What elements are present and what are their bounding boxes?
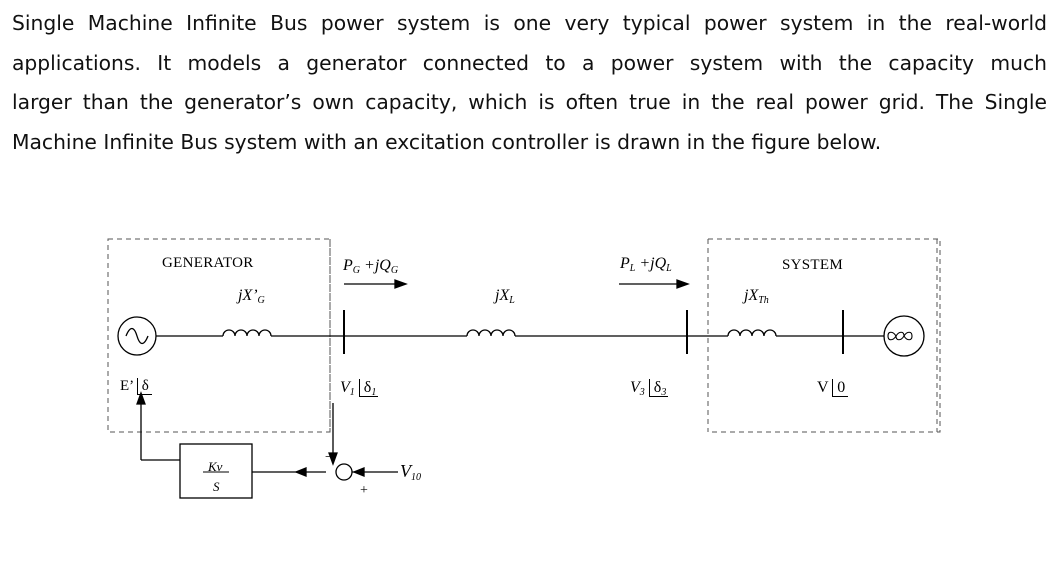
- xth-label: jXTh: [744, 288, 769, 306]
- v1-angle-sub: 1: [371, 387, 377, 398]
- controller-num-text: Kv: [208, 459, 223, 474]
- v-label: V 0: [817, 379, 849, 397]
- v1-angle: δ: [363, 379, 372, 396]
- xl-main: jX: [495, 287, 510, 304]
- summer-plus-sign: +: [360, 483, 368, 498]
- xl-label: jXL: [495, 288, 515, 306]
- generator-label: GENERATOR: [162, 255, 254, 271]
- e-label: E’ δ: [120, 378, 152, 395]
- controller-numerator: Kv: [208, 460, 222, 473]
- paragraph-line-3: larger than the generator’s own capacity…: [12, 90, 1047, 114]
- summer-minus-sign: −: [325, 450, 333, 465]
- e-angle: δ: [136, 378, 152, 395]
- intro-paragraph: Single Machine Infinite Bus power system…: [12, 4, 1047, 162]
- pl-psub: L: [629, 263, 636, 274]
- xth-sub: Th: [758, 295, 769, 306]
- pl-qsub: L: [666, 263, 672, 274]
- v1-main: V: [340, 379, 350, 396]
- v3-angle-sub: 3: [661, 387, 667, 398]
- xl-inductor-icon: [466, 329, 516, 337]
- v1-sub: 1: [349, 387, 355, 398]
- xg-main: jX’: [238, 287, 258, 304]
- v3-label: V3 δ3: [630, 379, 669, 398]
- paragraph-line-4: Machine Infinite Bus system with an exci…: [12, 129, 882, 154]
- v1-label: V1 δ1: [340, 379, 379, 398]
- system-boundary: [708, 238, 941, 433]
- smib-circuit-figure: GENERATOR SYSTEM jX’G jXL jXTh PG +jQG P…: [100, 230, 950, 515]
- controller-block: [179, 443, 253, 499]
- v1-measure-arrow-icon: [328, 452, 338, 466]
- controller-den-text: S: [213, 479, 220, 494]
- system-label: SYSTEM: [782, 257, 843, 273]
- infinity-icon: [887, 331, 913, 341]
- v3-angle: δ: [653, 379, 662, 396]
- pg-arrow-icon: [394, 279, 408, 289]
- xg-label: jX’G: [238, 288, 265, 306]
- pg-p: P: [343, 257, 353, 274]
- v-main: V: [817, 379, 829, 396]
- v-angle: 0: [832, 379, 849, 397]
- v10-label: V10: [400, 462, 421, 483]
- reference-arrow-icon: [352, 467, 365, 477]
- xg-sub: G: [257, 295, 265, 306]
- infinite-source-icon: [883, 315, 925, 357]
- paragraph-line-2: applications. It models a generator conn…: [12, 50, 1047, 75]
- controller-denominator: S: [213, 480, 220, 493]
- pl-label: PL +jQL: [620, 256, 672, 274]
- pl-mid: +jQ: [639, 255, 667, 272]
- xl-sub: L: [509, 295, 515, 306]
- xg-inductor-icon: [222, 329, 272, 337]
- pg-label: PG +jQG: [343, 258, 398, 276]
- v10-main: V: [400, 461, 411, 481]
- v1-angle-box: δ1: [358, 379, 379, 398]
- pg-mid: +jQ: [364, 257, 391, 274]
- v3-main: V: [630, 379, 640, 396]
- pl-p: P: [620, 255, 630, 272]
- v3-angle-box: δ3: [648, 379, 669, 398]
- xth-inductor-icon: [727, 329, 777, 337]
- xth-main: jX: [744, 287, 759, 304]
- pg-qsub: G: [390, 265, 399, 276]
- sine-wave-icon: [125, 327, 149, 345]
- circuit-diagram: [107, 238, 941, 499]
- pl-arrow-icon: [676, 279, 690, 289]
- controller-input-arrow-icon: [294, 467, 307, 477]
- paragraph-line-1: Single Machine Infinite Bus power system…: [12, 11, 1047, 35]
- summing-junction-icon: [335, 463, 353, 481]
- e-main: E’: [120, 378, 134, 394]
- e-arrow-icon: [136, 391, 146, 405]
- v10-sub: 10: [411, 472, 421, 483]
- v3-sub: 3: [639, 387, 645, 398]
- pg-psub: G: [352, 265, 361, 276]
